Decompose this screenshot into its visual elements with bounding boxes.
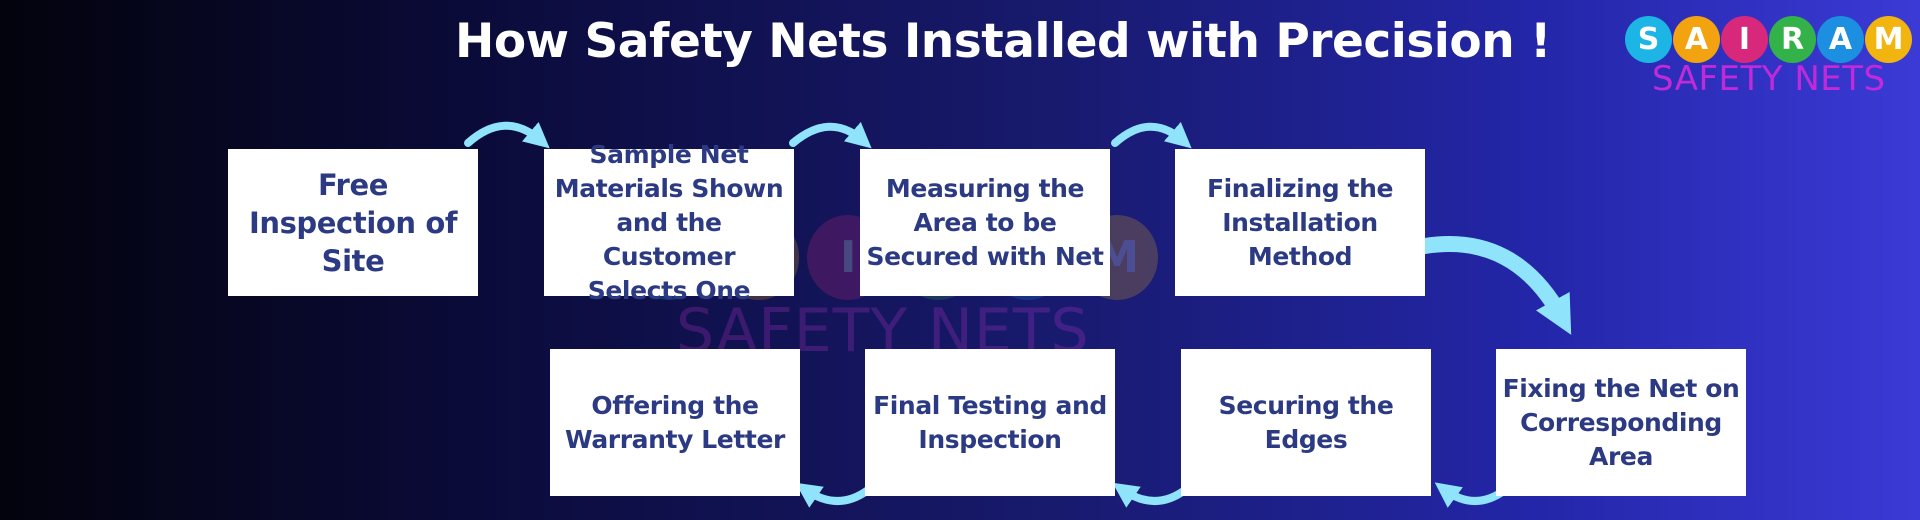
step-label: Securing the Edges [1218,390,1394,454]
step-final-testing: Final Testing and Inspection [865,349,1115,496]
step-label: Final Testing and Inspection [873,390,1107,454]
step-sample-net-materials: Sample Net Materials Shown and the Custo… [544,140,794,305]
curved-arrow-down-icon [1417,236,1572,335]
curved-arrow-right-icon [1111,121,1192,149]
curved-arrow-left-icon [1112,482,1189,508]
logo-subtitle: SAFETY NETS [1652,59,1886,99]
step-fixing-net: Fixing the Net on Corresponding Area [1496,349,1746,496]
step-finalizing-method: Finalizing the Installation Method [1175,149,1425,296]
step-label: Free Inspection of Site [248,167,458,278]
step-label: Sample Net Materials Shown and the Custo… [554,139,784,305]
logo-letter-m: M [1865,16,1912,63]
brand-logo: S A I R A M SAFETY NETS [1625,16,1915,106]
step-securing-edges: Securing the Edges [1181,349,1431,496]
logo-letter-a: A [1673,16,1720,63]
step-measuring-area: Measuring the Area to be Secured with Ne… [860,149,1110,296]
step-free-inspection: Free Inspection of Site [228,149,478,296]
step-label: Offering the Warranty Letter [565,390,785,454]
logo-letter-i: I [1721,16,1768,63]
curved-arrow-right-icon [789,121,872,149]
step-label: Finalizing the Installation Method [1206,173,1394,271]
step-label: Fixing the Net on Corresponding Area [1502,373,1740,471]
step-label: Measuring the Area to be Secured with Ne… [866,173,1104,271]
logo-letter-a2: A [1817,16,1864,63]
curved-arrow-left-icon [795,482,872,508]
step-warranty-letter: Offering the Warranty Letter [550,349,800,496]
logo-letter-r: R [1769,16,1816,63]
curved-arrow-right-icon [464,121,550,149]
page-title: How Safety Nets Installed with Precision… [455,14,1551,69]
logo-letter-s: S [1625,16,1672,63]
